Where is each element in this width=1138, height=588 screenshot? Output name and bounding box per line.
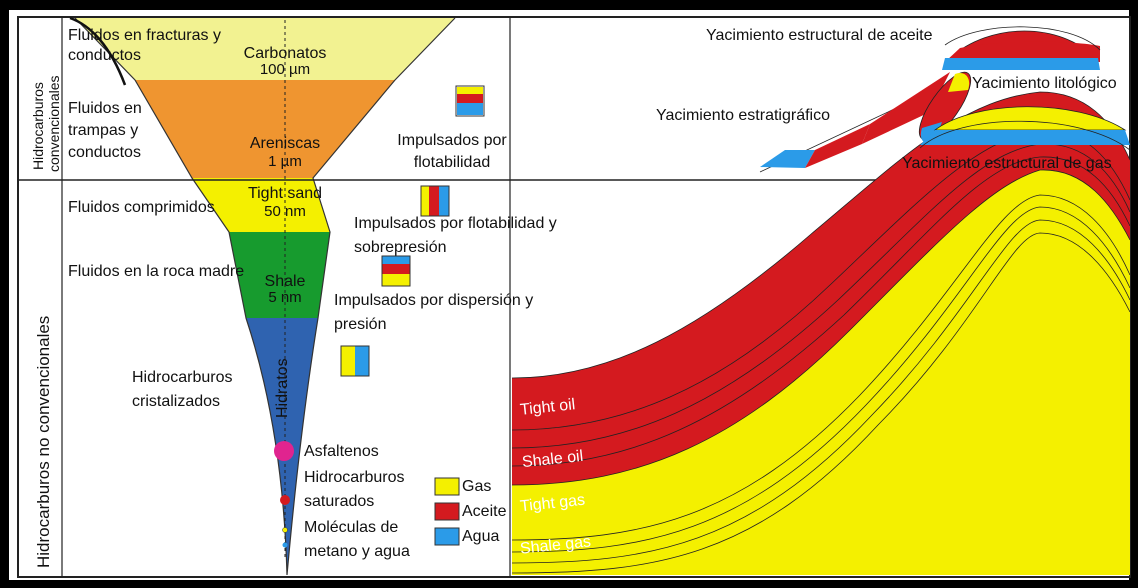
molecule-saturated: Hidrocarburos saturados bbox=[304, 469, 405, 510]
reservoir-structural-oil: Yacimiento estructural de aceite bbox=[706, 27, 933, 44]
layer-size-shale: 5 nm bbox=[268, 289, 302, 306]
bedding-lines bbox=[511, 91, 1131, 574]
legend-label-aceite: Aceite bbox=[462, 503, 507, 520]
buoyancy-stripes-icon bbox=[455, 85, 485, 117]
funnel-layer-tight-sand bbox=[192, 178, 330, 232]
funnel-layer-carbonatos bbox=[75, 18, 455, 80]
layer-size-tight-sand: 50 nm bbox=[264, 203, 306, 220]
asphaltene-molecule-icon bbox=[274, 441, 294, 461]
reservoir-lithologic: Yacimiento litológico bbox=[972, 75, 1117, 92]
label-crystallized: Hidrocarburos cristalizados bbox=[132, 369, 233, 410]
reservoir-stratigraphic: Yacimiento estratigráfico bbox=[656, 107, 830, 124]
methane-molecule-icon-2 bbox=[282, 542, 288, 548]
legend-label-gas: Gas bbox=[462, 478, 492, 495]
legend-swatch-gas bbox=[434, 477, 460, 496]
driver-buoyancy: Impulsados por flotabilidad bbox=[397, 132, 507, 171]
molecule-asphaltenes: Asfaltenos bbox=[304, 443, 379, 460]
reservoir-structural-gas: Yacimiento estructural de gas bbox=[902, 155, 1112, 172]
side-label-conventional-line1: Hidrocarburos bbox=[30, 82, 46, 170]
layer-size-areniscas: 1 µm bbox=[268, 153, 302, 170]
layer-name-tight-sand: Tight sand bbox=[247, 185, 323, 202]
stratigraphic-trap bbox=[760, 72, 950, 175]
layer-size-carbonatos: 100 µm bbox=[259, 61, 311, 78]
stratum-tight-gas bbox=[512, 169, 1130, 541]
layer-name-carbonatos: Carbonatos bbox=[243, 45, 327, 62]
legend-swatch-agua bbox=[434, 527, 460, 546]
label-compressed: Fluidos comprimidos bbox=[68, 199, 215, 216]
layer-name-shale: Shale bbox=[264, 273, 306, 290]
molecule-methane-water: Moléculas de metano y agua bbox=[304, 519, 410, 560]
side-label-unconventional: Hidrocarburos no convencionales bbox=[34, 315, 53, 568]
funnel bbox=[74, 17, 456, 576]
funnel-layer-areniscas bbox=[135, 80, 395, 178]
stratum-shale-oil bbox=[512, 129, 1130, 486]
stratum-tight-oil bbox=[512, 92, 1130, 430]
label-fractures: Fluidos en fracturas y conductos bbox=[68, 27, 221, 64]
saturated-hydrocarbon-molecule-icon bbox=[280, 495, 290, 505]
legend-label-agua: Agua bbox=[462, 528, 500, 545]
methane-molecule-icon-1 bbox=[282, 527, 288, 533]
buoyancy-overpressure-stripes-icon bbox=[420, 185, 450, 217]
driver-buoyancy-overpressure: Impulsados por flotabilidad y sobrepresi… bbox=[354, 215, 557, 256]
strata-layers bbox=[511, 91, 1131, 575]
conventional-traps bbox=[759, 26, 1131, 175]
black-stroke-decoration bbox=[69, 16, 127, 86]
driver-dispersion-pressure: Impulsados por dispersión y presión bbox=[334, 292, 534, 333]
funnel-outline bbox=[74, 17, 456, 576]
stratum-shale-gas bbox=[512, 195, 1130, 575]
label-source-rock: Fluidos en la roca madre bbox=[68, 263, 245, 280]
funnel-layer-shale bbox=[229, 232, 330, 318]
crystallized-stripes-icon bbox=[340, 345, 370, 377]
layer-name-hidratos: Hidratos bbox=[274, 358, 291, 418]
layer-name-areniscas: Areniscas bbox=[249, 135, 321, 152]
legend-swatch-aceite bbox=[434, 502, 460, 521]
side-label-conventional-line2: convencionales bbox=[46, 75, 62, 172]
label-traps: Fluidos en trampas y conductos bbox=[68, 100, 142, 161]
dispersion-pressure-stripes-icon bbox=[381, 255, 411, 287]
